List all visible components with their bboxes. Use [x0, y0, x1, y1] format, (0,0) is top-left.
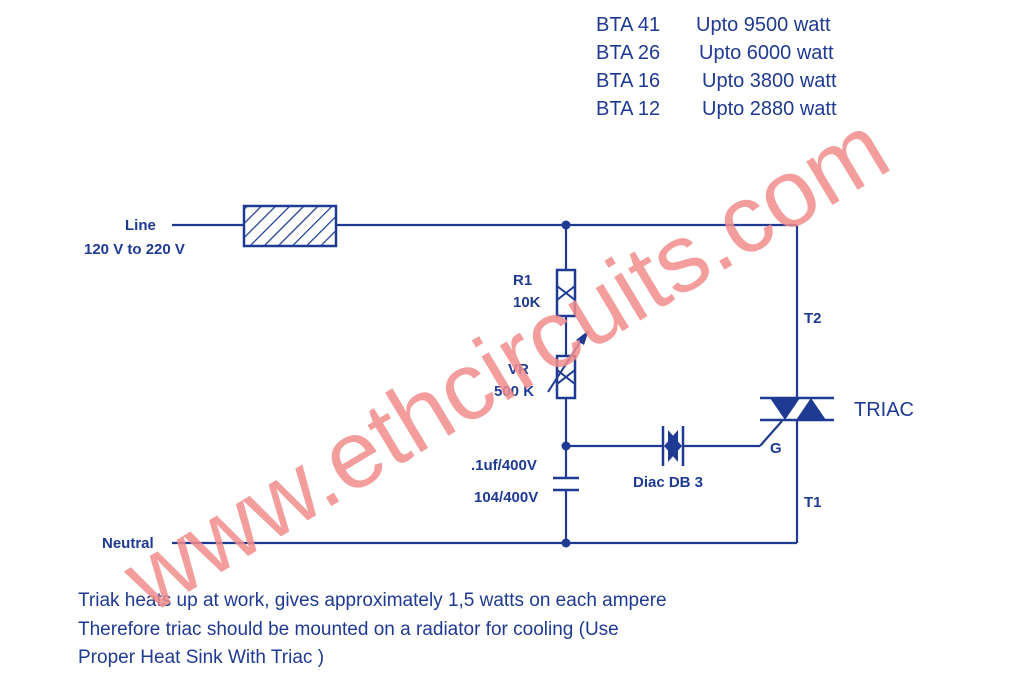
note-line: Therefore triac should be mounted on a r…: [78, 619, 619, 640]
capacitor-label: .1uf/400V: [471, 457, 537, 474]
t2-label: T2: [804, 310, 822, 327]
r1-value-label: 10K: [513, 294, 541, 311]
t1-label: T1: [804, 494, 822, 511]
rating-model: BTA 12: [596, 98, 660, 120]
junction-dot: [561, 538, 571, 548]
triac-label: TRIAC: [854, 399, 914, 421]
vr-value-label: 500 K: [494, 383, 534, 400]
note-text: Triak heats up at work, gives approximat…: [78, 590, 667, 668]
capacitor-code-label: 104/400V: [474, 489, 538, 506]
triac-rating-table: BTA 41 Upto 9500 watt BTA 26 Upto 6000 w…: [596, 14, 837, 120]
fuse: [242, 204, 338, 248]
rating-model: BTA 26: [596, 42, 660, 64]
vr-label: VR: [508, 361, 529, 378]
rating-model: BTA 41: [596, 14, 660, 36]
rating-value: Upto 9500 watt: [696, 14, 831, 36]
rating-value: Upto 3800 watt: [702, 70, 837, 92]
variable-resistor-vr: [547, 330, 589, 400]
diac-symbol: [661, 426, 685, 466]
diac-label: Diac DB 3: [633, 474, 703, 491]
r1-label: R1: [513, 272, 532, 289]
line-label: Line: [125, 217, 156, 234]
watermark: www.ethcircuits.com: [105, 93, 906, 633]
component-labels: Line 120 V to 220 V Neutral R1 10K VR 50…: [84, 217, 914, 552]
capacitor: [553, 476, 579, 492]
gate-label: G: [770, 440, 782, 457]
junction-dots: [561, 220, 571, 548]
gate-lead: [759, 420, 783, 447]
note-line: Proper Heat Sink With Triac ): [78, 647, 324, 668]
junction-dot: [561, 441, 571, 451]
resistor-r1: [555, 268, 577, 318]
rating-value: Upto 6000 watt: [699, 42, 834, 64]
note-line: Triak heats up at work, gives approximat…: [78, 590, 667, 611]
triac-symbol: [760, 396, 834, 422]
neutral-label: Neutral: [102, 535, 154, 552]
line-voltage-label: 120 V to 220 V: [84, 241, 185, 258]
rating-model: BTA 16: [596, 70, 660, 92]
junction-dot: [561, 220, 571, 230]
rating-value: Upto 2880 watt: [702, 98, 837, 120]
